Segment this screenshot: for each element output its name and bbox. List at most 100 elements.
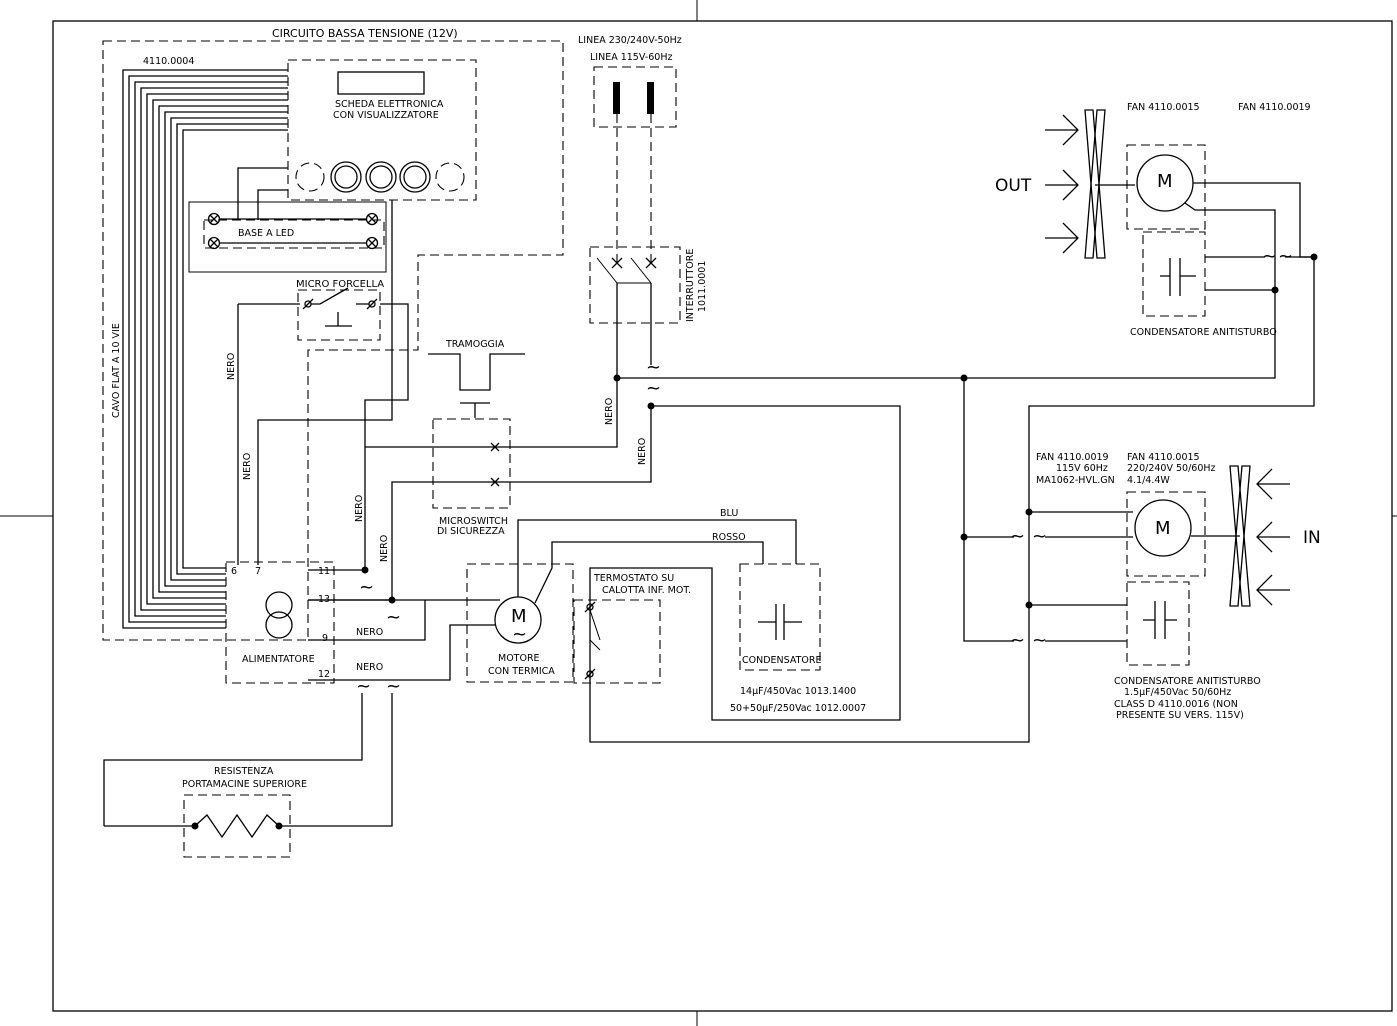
interruttore bbox=[589, 246, 681, 378]
motor-m: M bbox=[1157, 171, 1173, 192]
motor-m: M bbox=[1155, 518, 1171, 539]
fan-out bbox=[1045, 109, 1314, 317]
fan-b2-label-2: 220/240V 50/60Hz bbox=[1127, 463, 1216, 474]
nero-label-1: NERO bbox=[226, 353, 237, 380]
alimentatore-label: ALIMENTATORE bbox=[242, 654, 315, 665]
nero-label-4: NERO bbox=[379, 535, 390, 562]
nero-label-6: NERO bbox=[637, 438, 648, 465]
in-label: IN bbox=[1303, 528, 1321, 548]
line-input bbox=[593, 66, 677, 262]
linea-230-label: LINEA 230/240V-50Hz bbox=[578, 35, 682, 46]
alimentatore bbox=[225, 561, 392, 684]
rosso-label: ROSSO bbox=[712, 532, 746, 543]
node bbox=[960, 533, 968, 541]
fan-b1-label-2: 115V 60Hz bbox=[1056, 463, 1108, 474]
nero-label-8: NERO bbox=[356, 662, 383, 673]
micro-forcella bbox=[237, 287, 409, 570]
scheda-label-2: CON VISUALIZZATORE bbox=[333, 110, 439, 121]
fan-b1-label-3: MA1062-HVL.GN bbox=[1036, 475, 1115, 486]
connector-tilde: ~ bbox=[359, 577, 374, 598]
pin-9: 9 bbox=[322, 633, 328, 644]
nero-label-2: NERO bbox=[242, 453, 253, 480]
connector-tilde: ~ bbox=[386, 607, 401, 628]
connector-tilde: ~ bbox=[1278, 246, 1293, 267]
cap-label-2: 50+50µF/250Vac 1012.0007 bbox=[730, 703, 866, 714]
connector-tilde: ~ bbox=[386, 676, 401, 697]
low-voltage-label: CIRCUITO BASSA TENSIONE (12V) bbox=[272, 27, 458, 40]
base-led bbox=[188, 167, 387, 273]
termostato-label-1: TERMOSTATO SU bbox=[593, 573, 674, 584]
connector-tilde: ~ bbox=[356, 676, 371, 697]
node bbox=[388, 596, 396, 604]
linea-115-label: LINEA 115V-60Hz bbox=[590, 52, 672, 63]
cap-label-1: 14µF/450Vac 1013.1400 bbox=[740, 686, 856, 697]
microswitch-label-2: DI SICUREZZA bbox=[437, 526, 505, 537]
nero-label-3: NERO bbox=[354, 495, 365, 522]
interruttore-label-1: INTERRUTTORE bbox=[685, 249, 696, 322]
microswitch bbox=[365, 378, 652, 600]
node bbox=[960, 374, 968, 382]
pin-12: 12 bbox=[318, 669, 330, 680]
connector-tilde: ~ bbox=[646, 378, 661, 399]
resistenza-label-1: RESISTENZA bbox=[214, 766, 274, 777]
tramoggia bbox=[428, 353, 525, 418]
connector-tilde: ~ bbox=[1010, 630, 1025, 651]
connector-tilde: ~ bbox=[1032, 526, 1047, 547]
power-bus bbox=[589, 257, 1315, 743]
low-voltage-boundary bbox=[102, 40, 564, 641]
cond-bot-label-4: PRESENTE SU VERS. 115V) bbox=[1116, 710, 1244, 721]
interruttore-label-2: 1011.0001 bbox=[697, 261, 708, 312]
termostato-label-2: CALOTTA INF. MOT. bbox=[602, 585, 691, 596]
flat-cable bbox=[122, 69, 288, 629]
connector-tilde: ~ bbox=[1262, 246, 1277, 267]
connector-tilde: ~ bbox=[646, 357, 661, 378]
cond-bot-label-1: CONDENSATORE ANITISTURBO bbox=[1114, 676, 1261, 687]
motor-m: M bbox=[511, 606, 527, 627]
motor-tilde: ~ bbox=[512, 624, 527, 645]
resistenza-label-2: PORTAMACINE SUPERIORE bbox=[182, 779, 307, 790]
fan-b2-label-1: FAN 4110.0015 bbox=[1127, 452, 1200, 463]
node bbox=[647, 402, 655, 410]
pin-11: 11 bbox=[318, 566, 330, 577]
node bbox=[1310, 253, 1318, 261]
out-label: OUT bbox=[995, 176, 1032, 196]
board-supply-wire bbox=[257, 200, 393, 565]
fan-b2-label-3: 4.1/4.4W bbox=[1127, 475, 1170, 486]
fan-top-label-2: FAN 4110.0019 bbox=[1238, 102, 1311, 113]
fan-top-label-1: FAN 4110.0015 bbox=[1127, 102, 1200, 113]
condensatore-label: CONDENSATORE bbox=[742, 655, 822, 666]
microswitch-label-1: MICROSWITCH bbox=[439, 516, 508, 527]
cond-bot-label-2: 1.5µF/450Vac 50/60Hz bbox=[1124, 687, 1231, 698]
scheda-label-1: SCHEDA ELETTRONICA bbox=[335, 99, 444, 110]
cond-anti-top-label: CONDENSATORE ANITISTURBO bbox=[1130, 327, 1277, 338]
cavo-flat-label: CAVO FLAT A 10 VIE bbox=[111, 323, 122, 418]
node bbox=[1025, 508, 1033, 516]
node bbox=[1025, 601, 1033, 609]
pin-6: 6 bbox=[231, 566, 237, 577]
cond-bot-label-3: CLASS D 4110.0016 (NON bbox=[1114, 699, 1238, 710]
node bbox=[613, 374, 621, 382]
condensatore-motore bbox=[739, 563, 821, 671]
scheda-elettronica: SCHEDA ELETTRONICA CON VISUALIZZATORE bbox=[287, 59, 477, 201]
fan-b1-label-1: FAN 4110.0019 bbox=[1036, 452, 1109, 463]
motore-label-1: MOTORE bbox=[498, 653, 540, 664]
nero-label-7: NERO bbox=[356, 627, 383, 638]
base-led-label: BASE A LED bbox=[238, 228, 294, 239]
node bbox=[361, 566, 369, 574]
micro-forcella-label: MICRO FORCELLA bbox=[296, 279, 384, 290]
fan-in bbox=[1029, 465, 1290, 666]
flat-code-label: 4110.0004 bbox=[143, 56, 194, 67]
tramoggia-label: TRAMOGGIA bbox=[445, 339, 505, 350]
termostato bbox=[573, 599, 661, 684]
pin-13: 13 bbox=[318, 594, 330, 605]
wire-9 bbox=[308, 600, 426, 641]
connector-tilde: ~ bbox=[1010, 526, 1025, 547]
blu-label: BLU bbox=[720, 508, 738, 519]
node bbox=[1271, 286, 1279, 294]
motore-label-2: CON TERMICA bbox=[488, 666, 555, 677]
pin-7: 7 bbox=[255, 566, 261, 577]
nero-label-5: NERO bbox=[604, 398, 615, 425]
connector-tilde: ~ bbox=[1032, 630, 1047, 651]
